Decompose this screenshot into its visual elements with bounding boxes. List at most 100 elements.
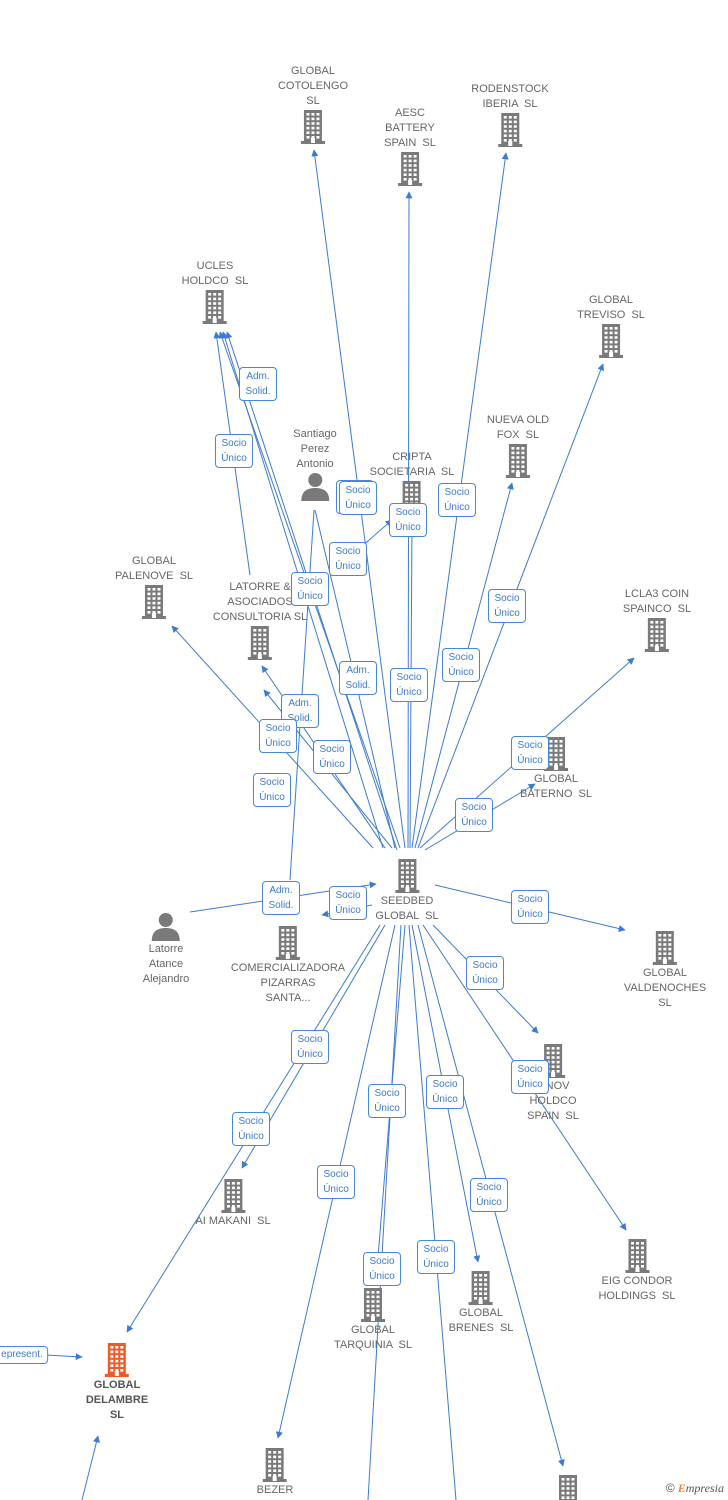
relationship-badge[interactable]: Socio Único	[389, 503, 427, 537]
node-label: UCLES HOLDCO SL	[181, 260, 249, 287]
relationship-badge[interactable]: Socio Único	[253, 773, 291, 807]
relationship-badge[interactable]: Adm. Solid.	[262, 881, 300, 915]
relationship-badge[interactable]: Adm. Solid.	[239, 367, 277, 401]
node-label: CRIPTA SOCIETARIA SL	[369, 451, 455, 478]
node-treviso[interactable]: GLOBAL TREVISO SL	[577, 293, 645, 359]
person-icon	[293, 472, 336, 502]
building-icon	[577, 323, 645, 359]
relationship-badge[interactable]: Socio Único	[470, 1178, 508, 1212]
node-label: GLOBAL BRENES SL	[448, 1307, 514, 1334]
relationship-edge	[81, 1435, 100, 1500]
building-icon	[257, 1447, 294, 1483]
relationship-badge[interactable]: Adm. Solid.	[339, 661, 377, 695]
relationship-badge[interactable]: Socio Único	[488, 589, 526, 623]
building-icon	[115, 584, 193, 620]
building-icon	[449, 1270, 514, 1306]
node-latorreasoc[interactable]: LATORRE & ASOCIADOS CONSULTORIA SL	[213, 580, 307, 661]
node-aimakani[interactable]: AI MAKANI SL	[195, 1178, 271, 1229]
relationship-badge[interactable]: Socio Único	[329, 886, 367, 920]
relationship-badge[interactable]: Socio Único	[511, 736, 549, 770]
relationship-badge[interactable]: Socio Único	[215, 434, 253, 468]
building-icon	[487, 443, 549, 479]
node-label: GLOBAL BATERNO SL	[520, 773, 592, 800]
relationship-badge[interactable]: Socio Único	[442, 648, 480, 682]
node-delambre[interactable]: GLOBAL DELAMBRE SL	[86, 1342, 148, 1423]
node-baterno[interactable]: GLOBAL BATERNO SL	[520, 736, 592, 802]
node-aesc[interactable]: AESC BATTERY SPAIN SL	[384, 106, 436, 187]
building-icon	[623, 617, 691, 653]
node-ucles[interactable]: UCLES HOLDCO SL	[181, 259, 249, 325]
node-latorreperson[interactable]: Latorre Atance Alejandro	[143, 912, 189, 987]
relationship-badge[interactable]: Socio Único	[232, 1112, 270, 1146]
building-icon	[624, 930, 706, 966]
building-icon	[598, 1238, 675, 1274]
relationship-badge[interactable]: Socio Único	[511, 890, 549, 924]
node-santiago[interactable]: Santiago Perez Antonio	[293, 427, 337, 502]
node-cotolengo[interactable]: GLOBAL COTOLENGO SL	[278, 64, 348, 145]
node-label: RODENSTOCK IBERIA SL	[471, 83, 549, 110]
building-icon	[213, 625, 307, 661]
building-icon	[471, 112, 548, 148]
building-icon	[384, 151, 436, 187]
relationship-badge[interactable]: Adm. Solid.	[281, 694, 319, 728]
relationship-badge[interactable]: Socio Único	[317, 1165, 355, 1199]
relationship-badge[interactable]: Socio Único	[313, 740, 351, 774]
relationship-badge[interactable]: Socio Único	[329, 542, 367, 576]
node-label: GLOBAL VALDENOCHES SL	[623, 967, 707, 1009]
building-icon	[195, 1178, 270, 1214]
building-icon	[182, 289, 249, 325]
node-label: GLOBAL PALENOVE SL	[114, 555, 194, 582]
node-palenove[interactable]: GLOBAL PALENOVE SL	[115, 554, 193, 620]
node-label: Santiago Perez Antonio	[293, 428, 337, 470]
building-icon	[278, 109, 348, 145]
node-bottomright[interactable]	[553, 1474, 583, 1500]
relationship-badge[interactable]: Socio Único	[390, 668, 428, 702]
relationship-badge[interactable]: Socio Único	[291, 572, 329, 606]
node-label: AI MAKANI SL	[195, 1215, 271, 1227]
building-icon	[231, 925, 345, 961]
node-label: NUEVA OLD FOX SL	[486, 414, 550, 441]
building-icon	[520, 736, 592, 772]
relationship-badge[interactable]: Socio Único	[466, 956, 504, 990]
empresia-watermark: ©Empresia	[666, 1481, 724, 1496]
node-nuevaold[interactable]: NUEVA OLD FOX SL	[487, 413, 549, 479]
brand-initial: E	[677, 1481, 686, 1495]
node-valdenoches[interactable]: GLOBAL VALDENOCHES SL	[624, 930, 706, 1011]
relationship-edge	[408, 924, 457, 1500]
node-label: LATORRE & ASOCIADOS CONSULTORIA SL	[212, 581, 308, 623]
node-seedbed[interactable]: SEEDBED GLOBAL SL	[375, 858, 439, 924]
relationship-edge	[44, 1353, 83, 1361]
node-label: COMERCIALIZADORA PIZARRAS SANTA...	[230, 962, 346, 1004]
node-eigcondor[interactable]: EIG CONDOR HOLDINGS SL	[598, 1238, 676, 1304]
relationship-badge[interactable]: Socio Único	[438, 483, 476, 517]
relationship-badge[interactable]: Socio Único	[417, 1240, 455, 1274]
building-icon	[375, 858, 438, 894]
relationship-badge[interactable]: Socio Único	[291, 1030, 329, 1064]
node-label: LCLA3 COIN SPAINCO SL	[622, 588, 692, 615]
node-rodenstock[interactable]: RODENSTOCK IBERIA SL	[471, 82, 549, 148]
relationship-badge[interactable]: Socio Único	[259, 719, 297, 753]
building-icon	[334, 1287, 412, 1323]
relationship-badge[interactable]: Socio Único	[511, 1060, 549, 1094]
person-icon	[143, 912, 189, 942]
node-lcla3[interactable]: LCLA3 COIN SPAINCO SL	[623, 587, 691, 653]
relationship-badge[interactable]: Socio Único	[339, 481, 377, 515]
node-brenes[interactable]: GLOBAL BRENES SL	[448, 1270, 514, 1336]
node-label: Latorre Atance Alejandro	[142, 943, 190, 985]
relationship-badge[interactable]: Socio Único	[363, 1252, 401, 1286]
node-label: GLOBAL COTOLENGO SL	[277, 65, 349, 107]
brand-name: mpresia	[685, 1481, 724, 1495]
building-icon	[86, 1342, 148, 1378]
node-bezer[interactable]: BEZER	[256, 1447, 294, 1498]
relationship-badge[interactable]: Socio Único	[455, 798, 493, 832]
relationship-badge[interactable]: Socio Único	[368, 1084, 406, 1118]
relationship-badge[interactable]: epresent.	[0, 1346, 48, 1364]
node-label: EIG CONDOR HOLDINGS SL	[598, 1275, 676, 1302]
node-tarquinia[interactable]: GLOBAL TARQUINIA SL	[334, 1287, 412, 1353]
node-label: GLOBAL DELAMBRE SL	[85, 1379, 149, 1421]
node-label: GLOBAL TARQUINIA SL	[333, 1324, 413, 1351]
node-comercializadora[interactable]: COMERCIALIZADORA PIZARRAS SANTA...	[231, 925, 345, 1006]
relationship-badge[interactable]: Socio Único	[426, 1075, 464, 1109]
node-label: BEZER	[256, 1484, 294, 1496]
